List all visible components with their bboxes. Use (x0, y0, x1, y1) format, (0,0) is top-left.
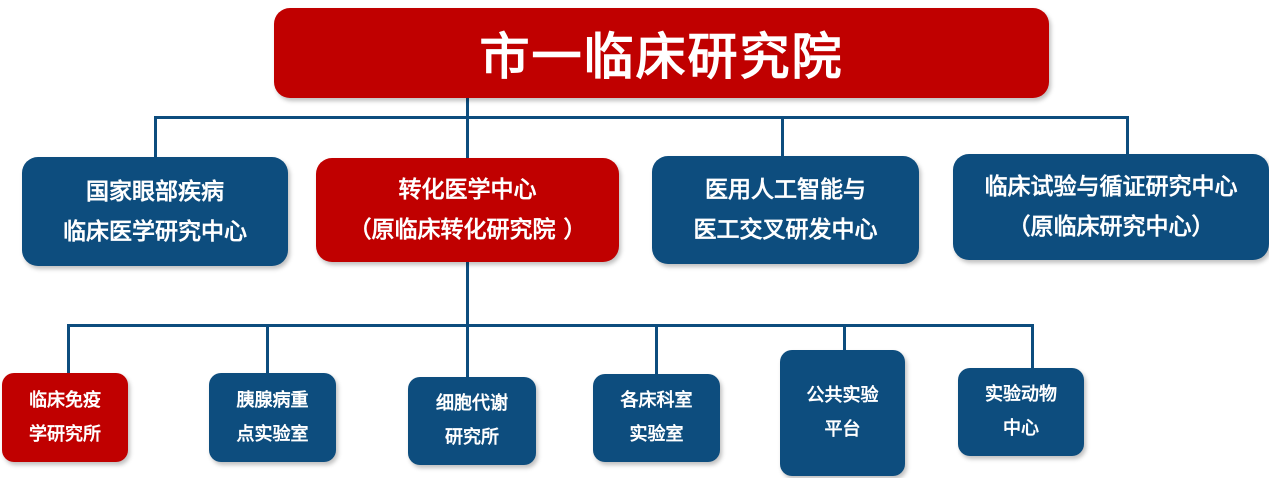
connector-bottom-bus (67, 324, 1034, 327)
root-label: 市一临床研究院 (479, 28, 844, 86)
unit-line1: 实验动物 (985, 384, 1057, 405)
connector-center-1 (154, 116, 157, 157)
center-line2: 临床医学研究中心 (63, 218, 247, 245)
unit-line1: 临床免疫 (29, 389, 101, 411)
center-line1: 国家眼部疾病 (86, 178, 224, 205)
unit-node-cell-metabolism: 细胞代谢 研究所 (408, 377, 536, 465)
connector-unit-6 (1031, 324, 1034, 368)
center-line1: 临床试验与循证研究中心 (984, 174, 1238, 200)
center-node-eye-disease: 国家眼部疾病 临床医学研究中心 (22, 157, 288, 266)
unit-line2: 平台 (824, 419, 861, 440)
connector-unit-2 (266, 324, 269, 373)
connector-center-3 (781, 116, 784, 156)
unit-line1: 胰腺病重 (236, 389, 309, 411)
connector-top-bus (154, 116, 1129, 119)
center-node-clinical-trial: 临床试验与循证研究中心 （原临床研究中心） (953, 154, 1269, 260)
center-line2: 医工交叉研发中心 (693, 217, 878, 243)
connector-mid-down (466, 260, 469, 327)
connector-unit-1 (67, 324, 70, 373)
unit-node-pancreatic-lab: 胰腺病重 点实验室 (209, 373, 336, 462)
unit-node-department-labs: 各床科室 实验室 (593, 374, 720, 462)
connector-unit-3 (466, 324, 469, 377)
unit-line2: 点实验室 (236, 423, 309, 445)
unit-line2: 研究所 (445, 427, 499, 448)
center-line1: 医用人工智能与 (705, 177, 866, 203)
unit-line2: 中心 (1003, 418, 1039, 439)
root-node: 市一临床研究院 (274, 8, 1049, 98)
unit-node-clinical-immunology: 临床免疫 学研究所 (2, 373, 128, 462)
unit-line1: 细胞代谢 (436, 393, 508, 414)
connector-center-2 (466, 116, 469, 158)
connector-center-4 (1126, 116, 1129, 154)
unit-line1: 公共实验 (806, 385, 879, 406)
unit-line2: 学研究所 (29, 423, 101, 445)
center-line2: （原临床研究中心） (1007, 214, 1215, 240)
unit-node-animal-center: 实验动物 中心 (958, 368, 1084, 456)
center-line1: 转化医学中心 (398, 177, 537, 203)
unit-line1: 各床科室 (620, 390, 693, 411)
connector-unit-4 (655, 324, 658, 374)
center-line2: （原临床转化研究院 ） (348, 217, 587, 243)
center-node-translational-medicine: 转化医学中心 （原临床转化研究院 ） (316, 158, 619, 262)
connector-root-down (466, 98, 469, 118)
unit-line2: 实验室 (629, 424, 684, 445)
unit-node-public-platform: 公共实验 平台 (780, 350, 905, 476)
connector-unit-5 (843, 324, 846, 350)
center-node-medical-ai: 医用人工智能与 医工交叉研发中心 (652, 156, 919, 264)
